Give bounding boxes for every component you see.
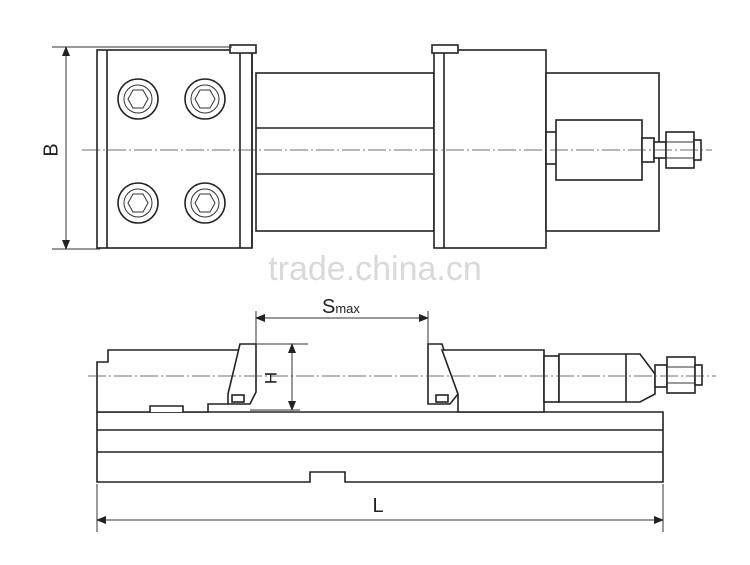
socket-screw-icon <box>184 78 226 120</box>
fixed-jaw-body <box>96 349 241 413</box>
body-rails <box>255 72 435 232</box>
movable-jaw <box>433 49 547 249</box>
watermark-text: trade.china.cn <box>268 250 482 288</box>
spindle-housing <box>558 353 656 403</box>
front-view: Smax H L <box>88 296 716 532</box>
dimension-l-label: L <box>372 495 383 517</box>
dimension-h-label: H <box>261 372 280 384</box>
movable-jaw-insert <box>427 343 459 405</box>
fixed-jaw-block <box>96 49 253 249</box>
top-view: B <box>40 44 712 250</box>
hex-nut-icon <box>666 356 703 394</box>
dimension-smax-label: Smax <box>322 296 360 318</box>
dimension-b-label: B <box>40 143 62 156</box>
socket-screw-icon <box>117 182 159 224</box>
socket-screw-icon <box>117 78 159 120</box>
movable-jaw-body <box>440 349 545 413</box>
base-body <box>96 411 664 483</box>
socket-screw-icon <box>184 182 226 224</box>
